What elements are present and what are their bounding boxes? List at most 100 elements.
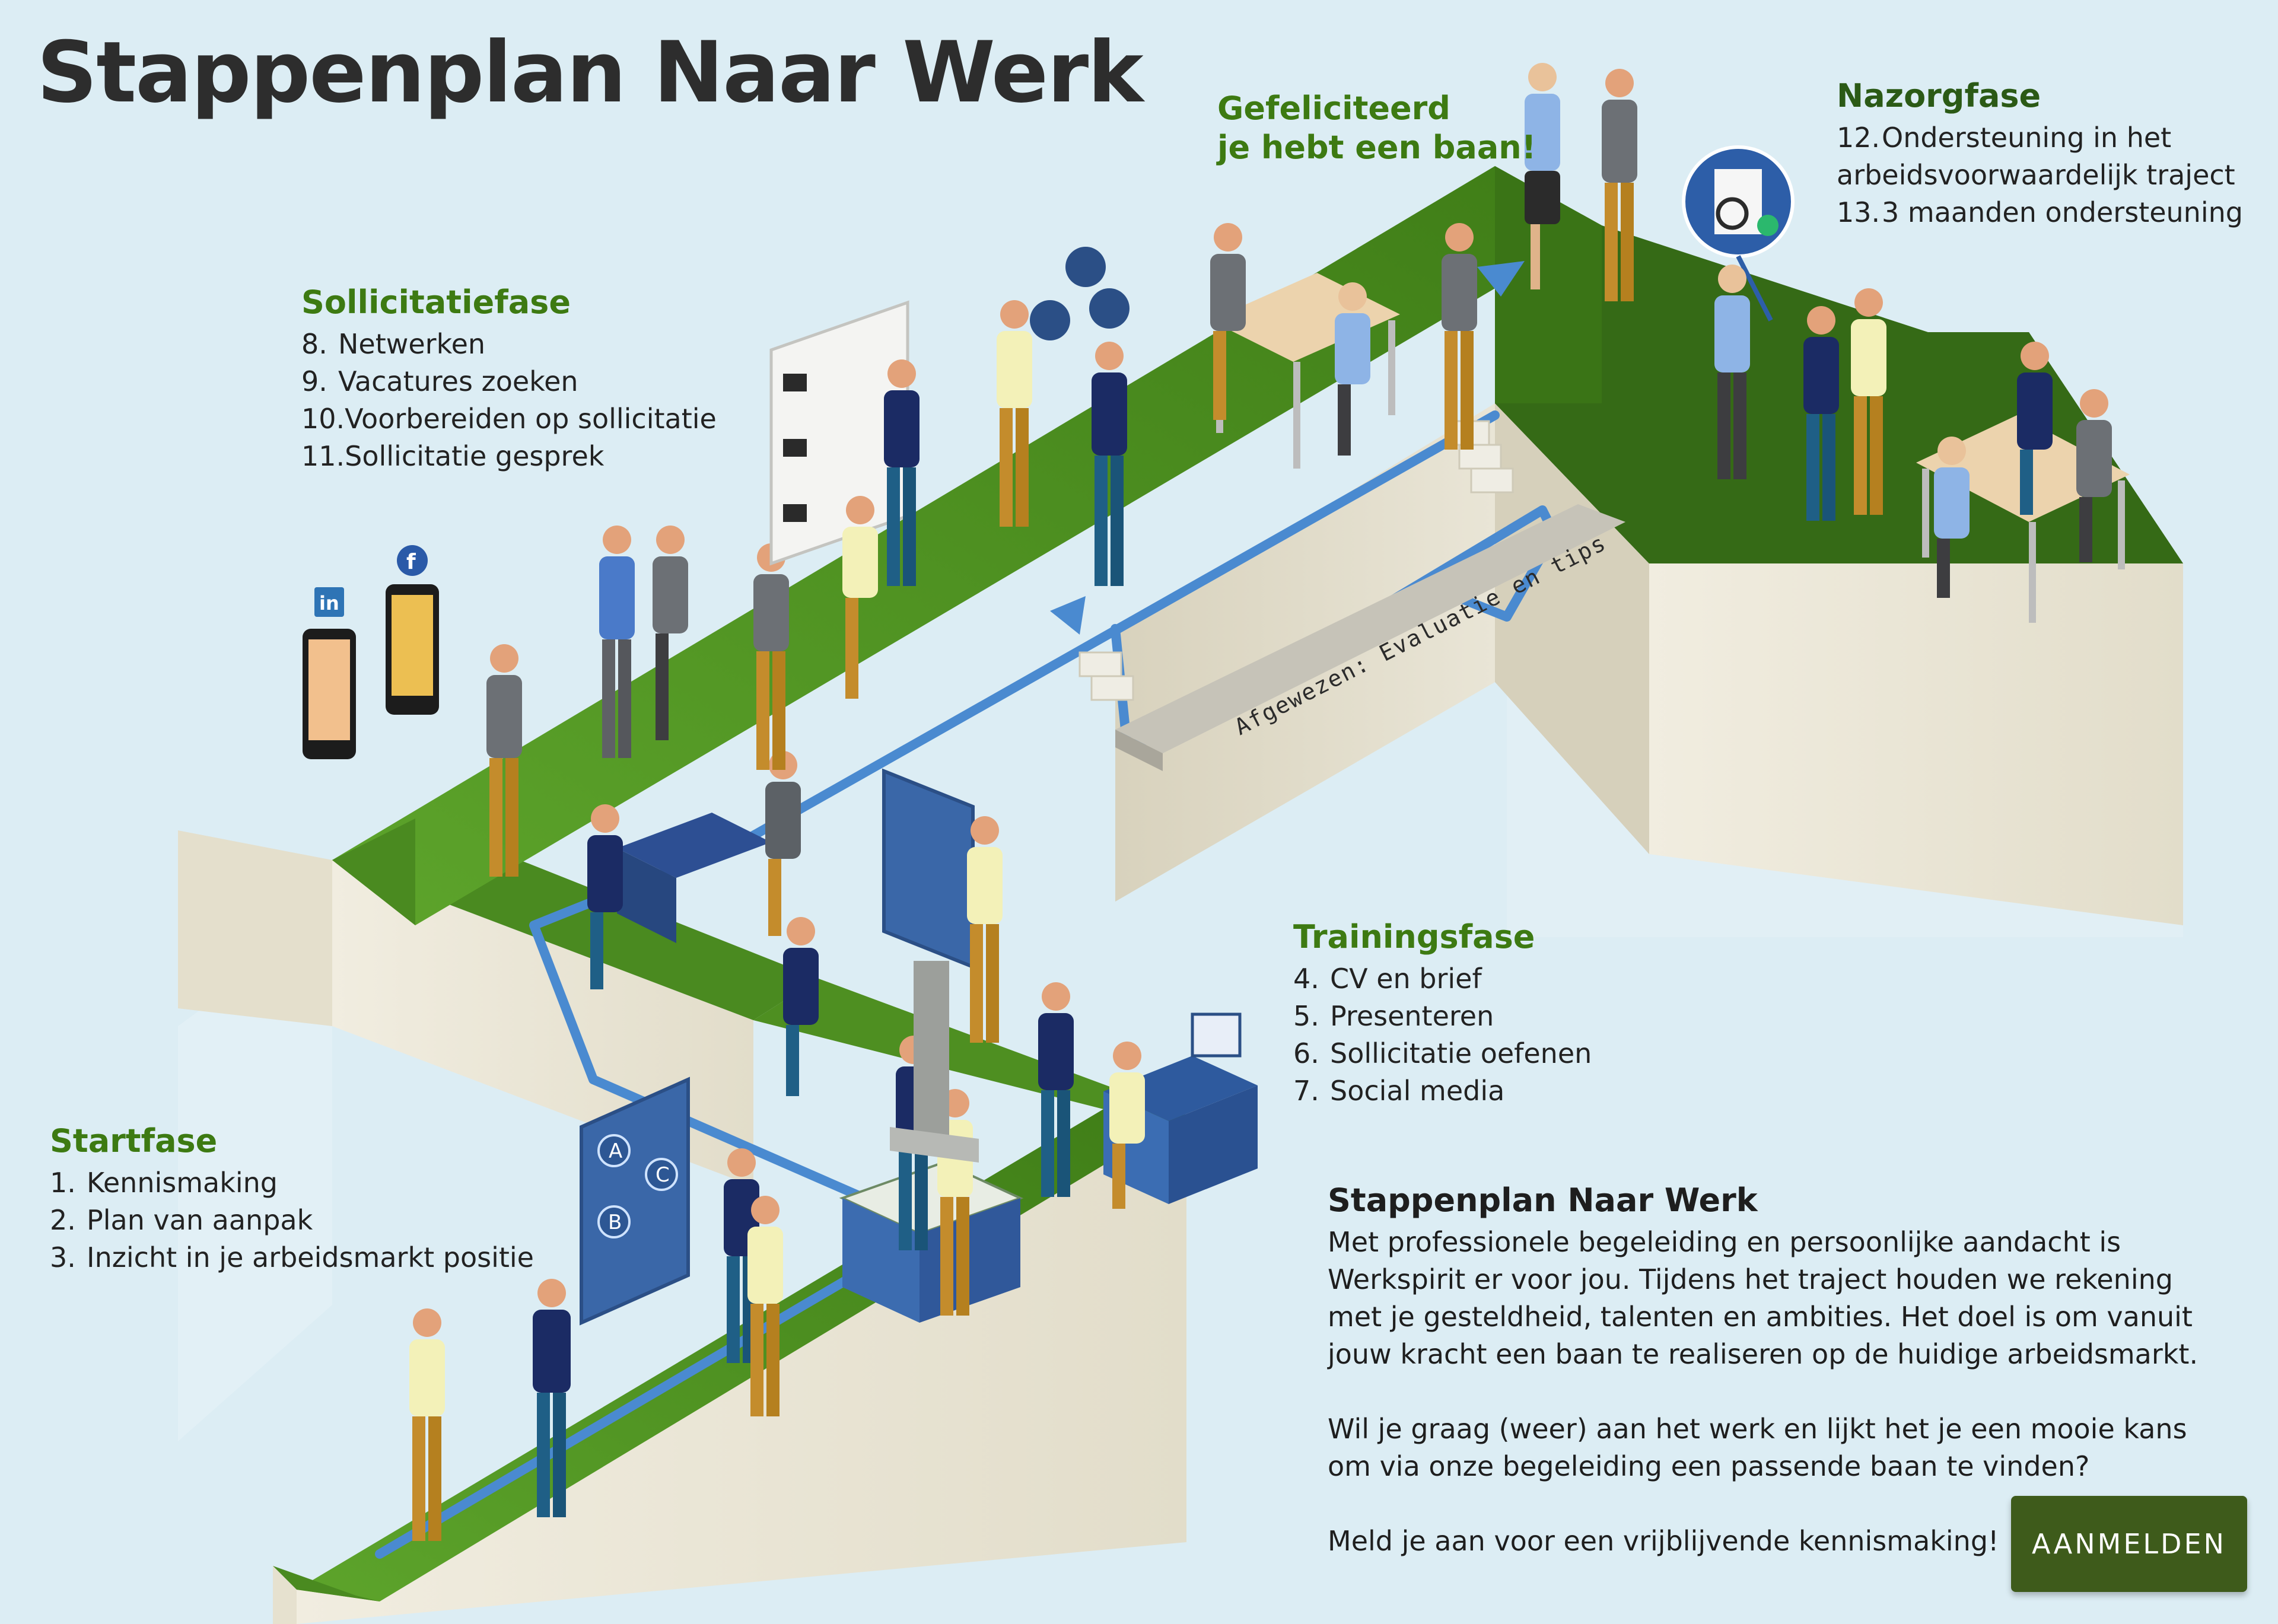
person-figure: [1442, 223, 1477, 450]
step-label: Social media: [1330, 1075, 1505, 1107]
person-figure: [783, 917, 819, 1096]
phase-nazorg: Nazorgfase 12.Ondersteuning in het arbei…: [1837, 77, 2243, 231]
step-number: 1.: [50, 1167, 76, 1199]
step-label: Vacatures zoeken: [338, 365, 578, 397]
step-label: Kennismaking: [87, 1167, 278, 1199]
step-label: Presenteren: [1330, 1000, 1494, 1032]
step-number: 6.: [1293, 1037, 1319, 1069]
phase-title: Nazorgfase: [1837, 77, 2041, 114]
step-label: Ondersteuning in het: [1882, 122, 2172, 154]
step-label: Plan van aanpak: [87, 1204, 313, 1236]
journey-arrow: [1050, 261, 1525, 635]
choice-a-icon: A: [609, 1139, 622, 1163]
step-label: CV en brief: [1330, 963, 1482, 995]
document-badge: [1682, 145, 1795, 258]
person-figure: [533, 1279, 571, 1517]
interview-desk: [617, 813, 771, 943]
people: A B C: [303, 63, 2130, 1541]
step-number: 9.: [301, 365, 327, 397]
phase-training: Trainingsfase 4. CV en brief 5. Presentere…: [1293, 918, 1592, 1110]
step-item: 8.Netwerken: [301, 326, 717, 363]
step-item: 13.3 maanden ondersteuning: [1837, 194, 2243, 231]
stairs: [1078, 420, 1514, 701]
phone-facebook: f: [386, 545, 439, 715]
step-number: 2.: [50, 1204, 76, 1236]
phase-steps: 12.Ondersteuning in het arbeidsvoorwaard…: [1837, 119, 2243, 231]
phase-steps: 8.Netwerken 9. Vacatures zoeken 10.Voorbe…: [301, 326, 717, 475]
facebook-icon: f: [406, 550, 416, 574]
person-figure: [753, 543, 789, 770]
choice-b-icon: B: [608, 1211, 622, 1234]
step-label: Inzicht in je arbeidsmarkt positie: [87, 1241, 534, 1273]
person-figure: [2076, 389, 2112, 562]
step-item: 5. Presenteren: [1293, 998, 1592, 1035]
info-block: Stappenplan Naar Werk Met professionele …: [1328, 1182, 2217, 1560]
person-figure: [2017, 342, 2053, 515]
person-figure: [587, 804, 623, 989]
step-item: 11.Sollicitatie gesprek: [301, 438, 717, 475]
phase-steps: 4. CV en brief 5. Presenteren 6. Sollicitat…: [1293, 960, 1592, 1110]
congrats-line-2: je hebt een baan!: [1217, 129, 1536, 166]
step-item: 6. Sollicitatie oefenen: [1293, 1035, 1592, 1072]
person-figure: [409, 1308, 445, 1541]
phase-sollicitatie: Sollicitatiefase 8.Netwerken 9. Vacatures…: [301, 284, 717, 475]
info-paragraph-2: Wil je graag (weer) aan het werk en lijk…: [1328, 1413, 2187, 1482]
choice-board: A B C: [580, 1077, 690, 1326]
person-figure: [884, 359, 920, 586]
linkedin-icon: in: [319, 592, 339, 614]
person-figure: [599, 526, 635, 758]
phone-linkedin: in: [303, 587, 356, 759]
person-figure: [1934, 437, 1970, 598]
step-item: 3. Inzicht in je arbeidsmarkt positie: [50, 1239, 534, 1276]
phase-title: Startfase: [50, 1122, 218, 1160]
person-figure: [997, 300, 1032, 527]
step-item: arbeidsvoorwaardelijk traject: [1837, 157, 2243, 194]
info-heading: Stappenplan Naar Werk: [1328, 1182, 1758, 1219]
phase-steps: 1. Kennismaking 2. Plan van aanpak 3. Inzic…: [50, 1164, 534, 1276]
step-label: Voorbereiden op sollicitatie: [345, 403, 717, 435]
step-item: 2. Plan van aanpak: [50, 1202, 534, 1239]
info-paragraph-1: Met professionele begeleiding en persoon…: [1328, 1226, 2199, 1370]
person-figure: [1803, 306, 1839, 521]
person-figure: [765, 751, 801, 936]
person-figure: [1092, 342, 1127, 586]
step-item: 1. Kennismaking: [50, 1164, 534, 1202]
step-item: 10.Voorbereiden op sollicitatie: [301, 400, 717, 438]
step-number: 3.: [50, 1241, 76, 1273]
person-figure: [1525, 63, 1560, 289]
phase-title: Trainingsfase: [1293, 918, 1535, 956]
step-label: Netwerken: [338, 328, 486, 360]
choice-c-icon: C: [656, 1163, 670, 1187]
person-figure: [842, 496, 878, 699]
person-figure: [1602, 69, 1637, 301]
step-number: 4.: [1293, 963, 1319, 995]
vacancy-board: [769, 300, 909, 566]
person-figure: [1335, 282, 1370, 456]
person-figure: [1851, 288, 1886, 515]
phase-start: Startfase 1. Kennismaking 2. Plan van aanp…: [50, 1122, 534, 1276]
congrats-message: Gefeliciteerd je hebt een baan!: [1217, 89, 1536, 167]
step-number: 13.: [1837, 196, 1881, 228]
step-item: 9. Vacatures zoeken: [301, 363, 717, 400]
aanmelden-button[interactable]: AANMELDEN: [2011, 1496, 2247, 1592]
person-figure: [747, 1196, 783, 1416]
step-label: 3 maanden ondersteuning: [1882, 196, 2243, 228]
step-number: 10.: [301, 403, 345, 435]
congrats-line-1: Gefeliciteerd: [1217, 90, 1450, 127]
step-label: arbeidsvoorwaardelijk traject: [1837, 159, 2235, 191]
presentation-kiosk: [882, 768, 979, 1163]
step-label: Sollicitatie oefenen: [1330, 1037, 1592, 1069]
step-item: 7. Social media: [1293, 1072, 1592, 1110]
step-item: 4. CV en brief: [1293, 960, 1592, 998]
phase-title: Sollicitatiefase: [301, 284, 571, 321]
info-cta-text: Meld je aan voor een vrijblijvende kenni…: [1328, 1525, 1999, 1557]
step-number: 12.: [1837, 122, 1881, 154]
person-figure: [486, 644, 522, 877]
step-number: 5.: [1293, 1000, 1319, 1032]
step-label: Sollicitatie gesprek: [345, 440, 605, 472]
step-number: 11.: [301, 440, 345, 472]
step-number: 7.: [1293, 1075, 1319, 1107]
person-figure: [1210, 223, 1246, 420]
person-figure: [1109, 1042, 1145, 1209]
